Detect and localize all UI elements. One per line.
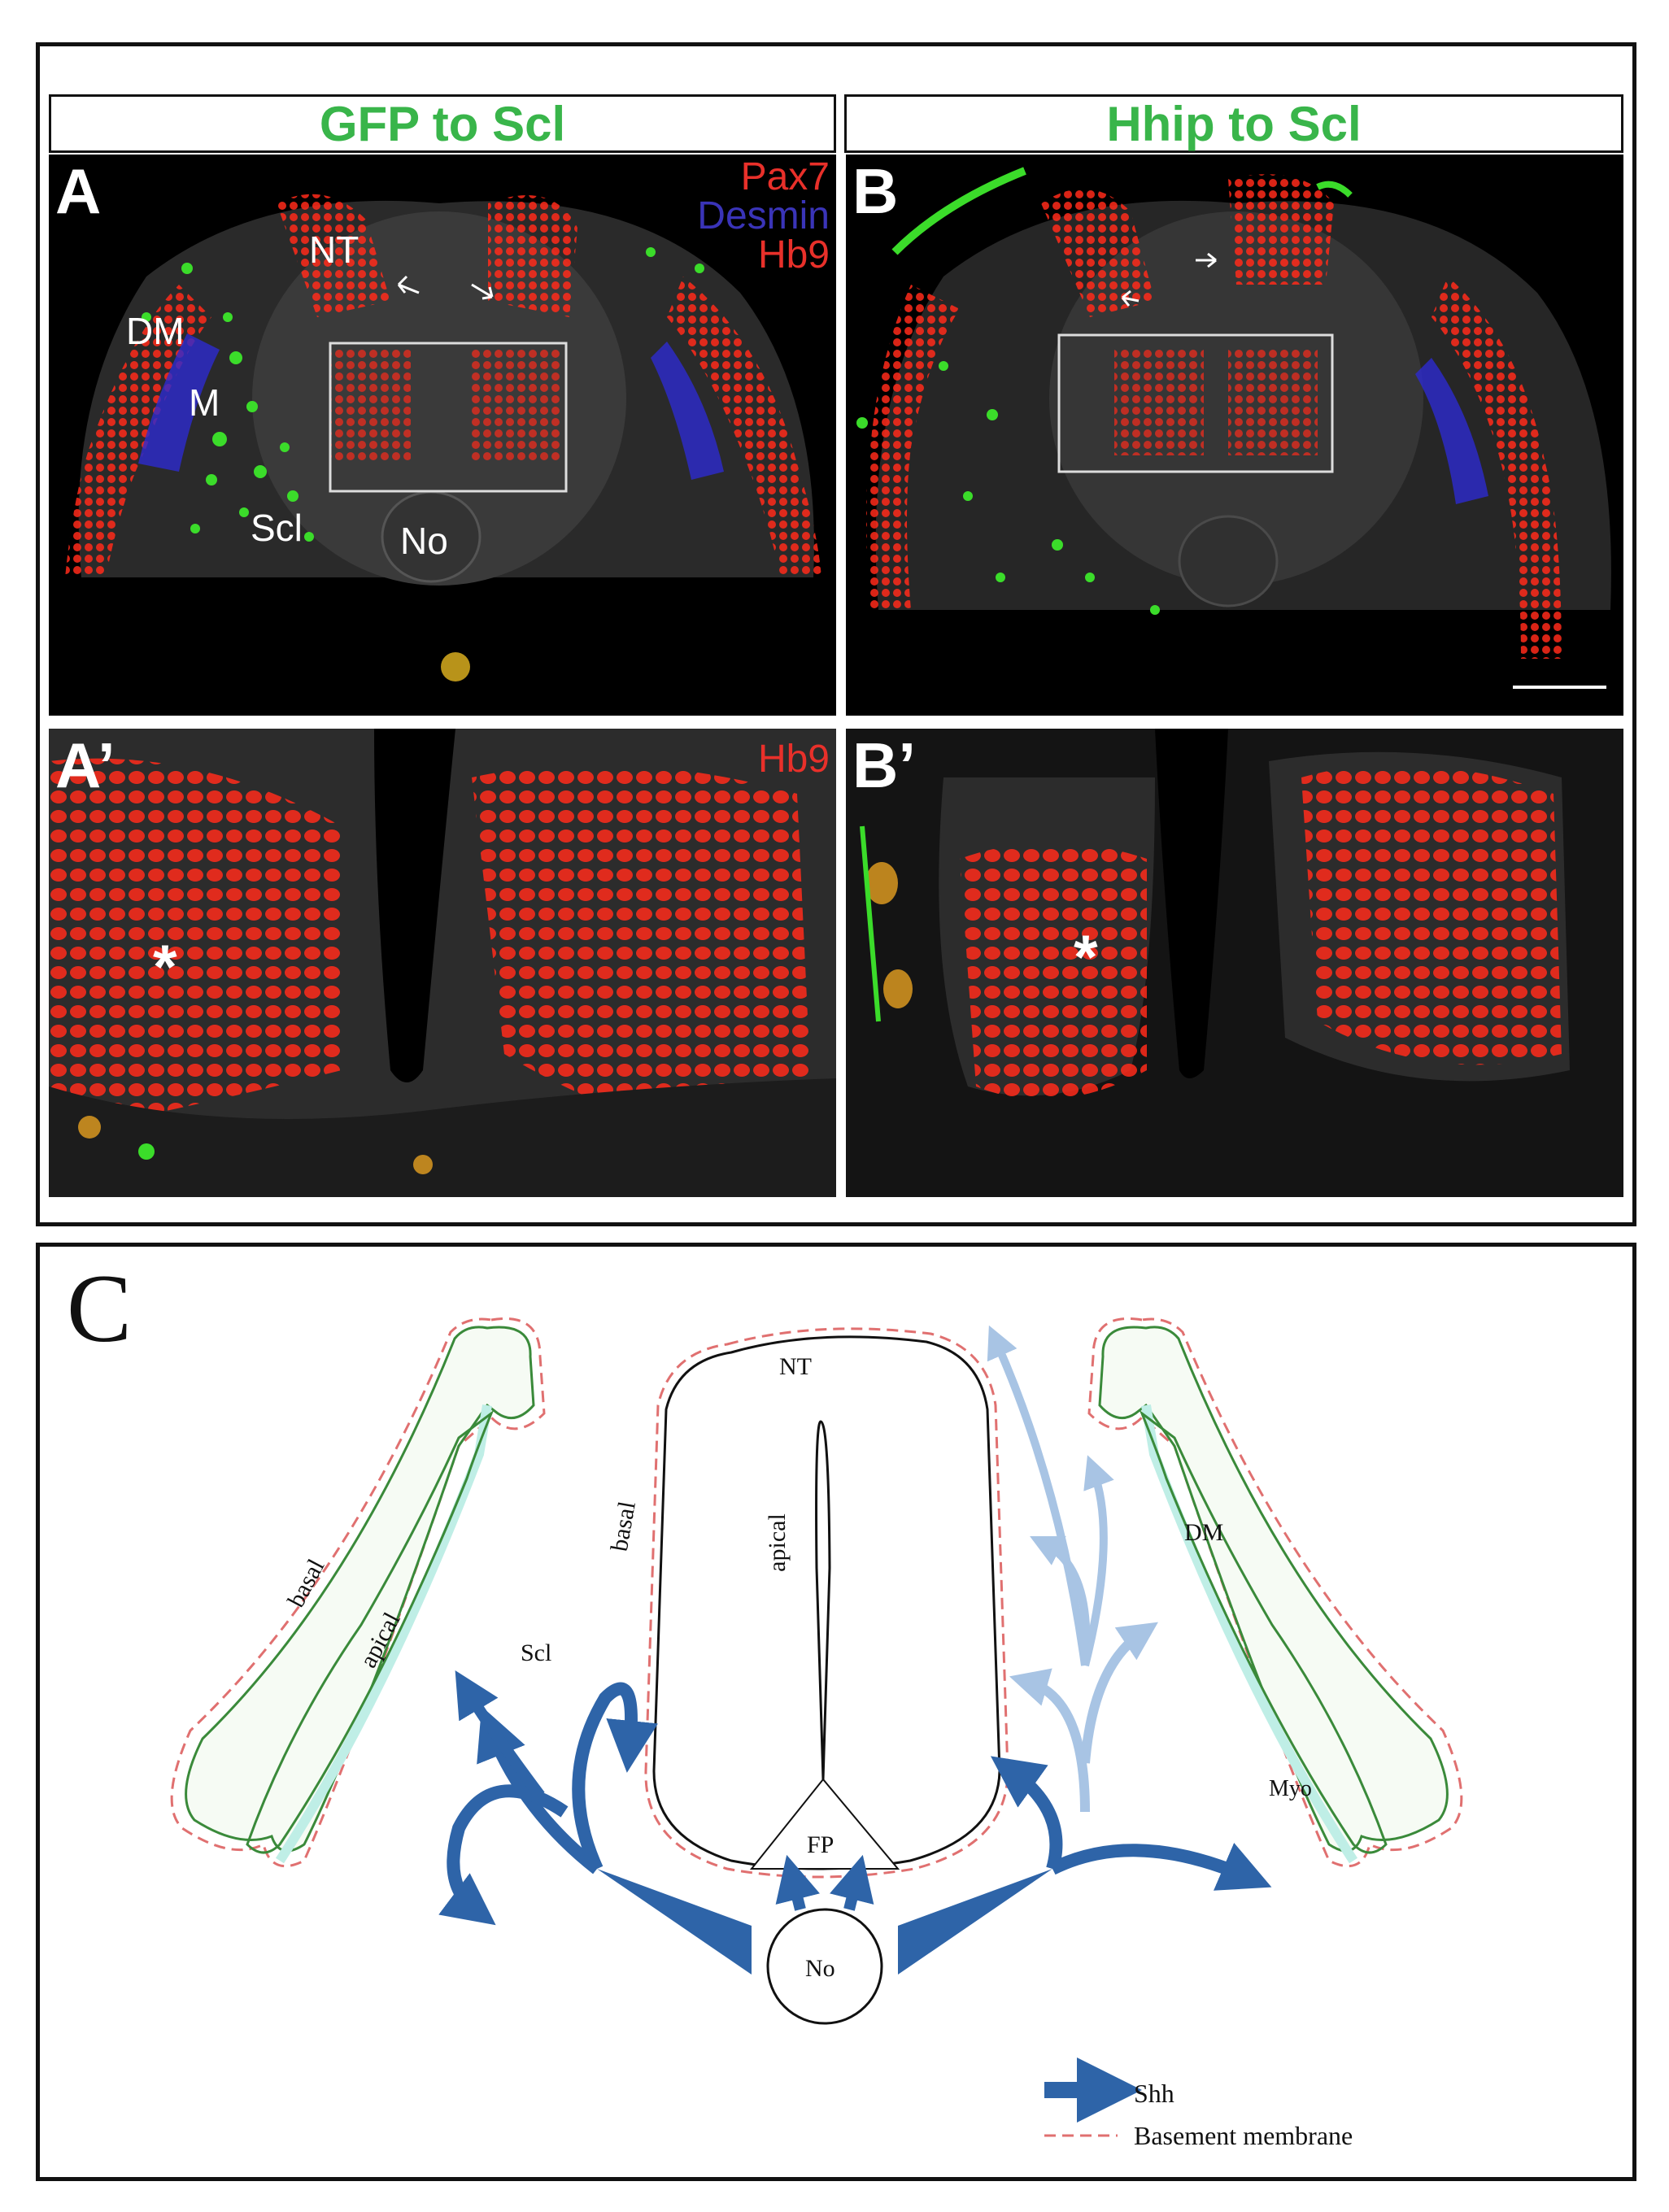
label-myo: Myo [1269,1776,1312,1801]
right-dermomyotome [1087,1317,1463,1868]
label-nt: NT [309,229,360,271]
panel-b-letter: B [852,155,899,227]
panel-c-letter: C [67,1254,133,1362]
left-dermomyotome [170,1317,546,1868]
panel-a-letter: A [55,155,102,227]
label-scl-diagram: Scl [521,1639,552,1666]
header-gfp-to-scl: GFP to Scl [49,94,836,153]
panel-a-prime-letter: A’ [55,729,115,801]
neural-tube [644,1327,1009,1879]
label-m: M [189,381,220,424]
panel-b-prime-letter: B’ [852,729,916,801]
panel-a-micrograph: A Pax7 Desmin Hb9 NT DM M Scl No [49,155,836,716]
legend-desmin: Desmin [697,194,830,237]
label-dm: DM [126,310,185,352]
header-hhip-to-scl: Hhip to Scl [844,94,1623,153]
panel-b-prime-micrograph: B’ * [846,729,1623,1197]
label-no: No [400,520,448,562]
shh-signaling-schematic [170,1317,1463,2137]
panel-a-prime-micrograph: A’ Hb9 * [49,729,836,1197]
label-scl: Scl [251,507,303,549]
label-no-diagram: No [805,1955,835,1982]
legend-basement-membrane: Basement membrane [1134,2121,1353,2150]
asterisk-b-prime: * [1074,923,1098,992]
legend-pax7: Pax7 [740,155,830,198]
label-nt-diagram: NT [779,1353,812,1380]
label-dm-diagram: DM [1184,1519,1224,1546]
label-apical-nt: apical [763,1513,791,1572]
asterisk-a-prime: * [153,933,177,1002]
legend-shh: Shh [1134,2079,1174,2108]
legend-hb9-zoom: Hb9 [757,738,830,781]
panel-b-micrograph: B [846,155,1623,716]
notochord [766,1908,883,2025]
legend-hb9: Hb9 [757,233,830,276]
label-fp: FP [807,1831,834,1858]
